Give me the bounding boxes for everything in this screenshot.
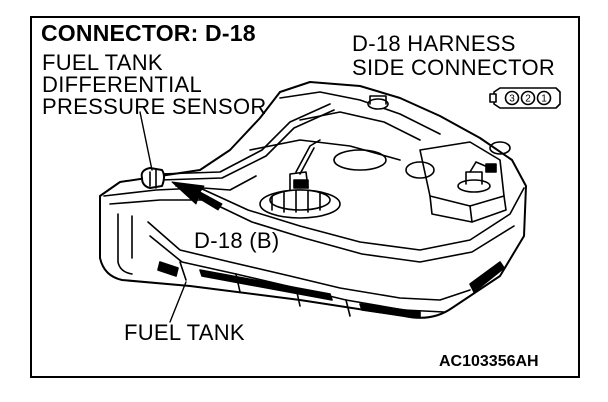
filler-vent: [457, 161, 497, 193]
sensor-leader-line: [139, 111, 153, 171]
connector-callout-label: D-18 (B): [194, 228, 280, 253]
connector-arrow: [171, 181, 223, 211]
fuel-pump-module: [259, 139, 341, 219]
pin-2-label: 2: [525, 94, 531, 105]
pin-1-label: 1: [541, 94, 547, 105]
fuel-tank-label: FUEL TANK: [124, 320, 245, 345]
top-cap: [367, 95, 389, 110]
pressure-sensor: [140, 167, 165, 189]
connector-title: CONNECTOR: D-18: [41, 20, 256, 46]
harness-side-connector-label: D-18 HARNESS SIDE CONNECTOR: [352, 31, 556, 80]
harness-connector-icon: 3 2 1: [489, 87, 561, 109]
pin-3-label: 3: [509, 94, 515, 105]
tank-leader-line: [169, 281, 187, 323]
component-name: FUEL TANK DIFFERENTIAL PRESSURE SENSOR: [42, 50, 267, 119]
figure-code: AC103356AH: [439, 353, 539, 370]
